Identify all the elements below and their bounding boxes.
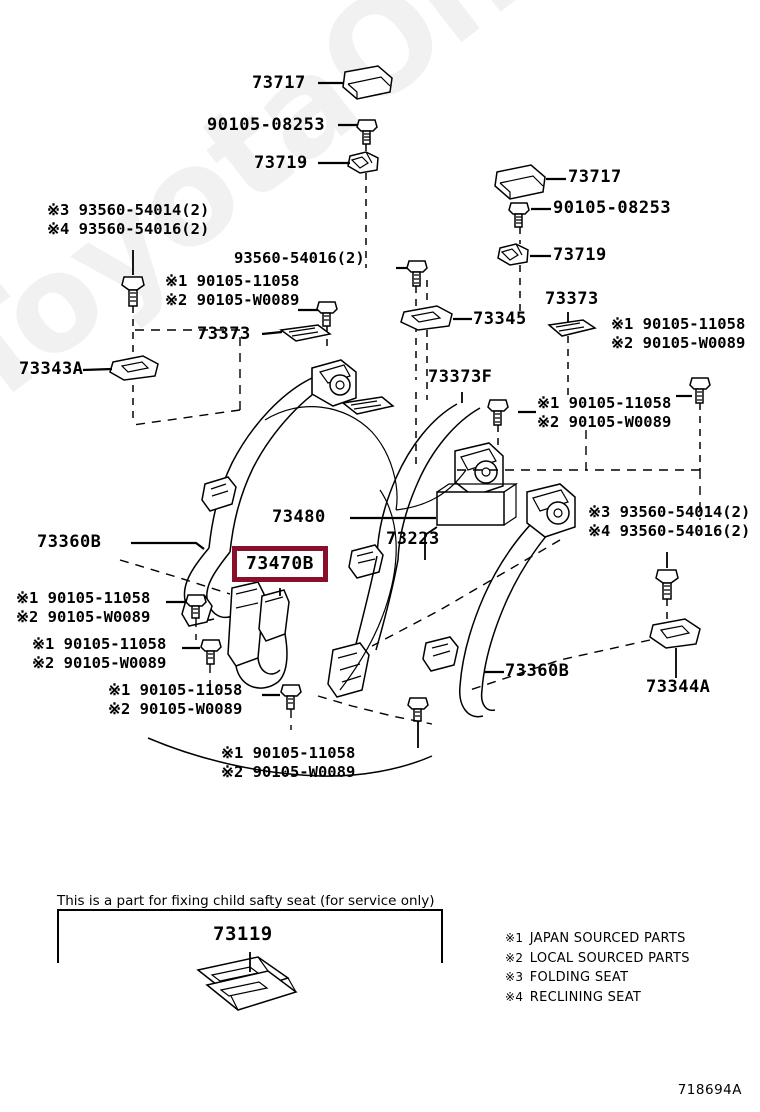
part-93560-right-icon xyxy=(655,569,679,600)
part-73373F-icon xyxy=(341,396,395,415)
label-73345: 73345 xyxy=(473,309,527,329)
legend-text-3: FOLDING SEAT xyxy=(529,970,629,985)
child-seat-note: This is a part for fixing child safty se… xyxy=(57,893,435,909)
construction-line-8 xyxy=(317,695,433,725)
bolt-l26-icon xyxy=(407,697,429,722)
label-90105-W0089-right: ※2 90105-W0089 xyxy=(611,334,746,352)
bolt-l23-icon xyxy=(280,684,302,710)
label-90105-08253-left: 90105-08253 xyxy=(207,115,326,135)
part-90105-11058-upper-left-icon xyxy=(316,301,338,327)
label-90105-W0089-upperleft: ※2 90105-W0089 xyxy=(165,291,300,309)
part-73719-left-icon xyxy=(347,151,379,174)
label-90105-W0089-l23: ※2 90105-W0089 xyxy=(108,700,243,718)
part-73719-right-icon xyxy=(497,243,529,266)
label-73343A: 73343A xyxy=(19,359,84,379)
seatbelt-left-assembly xyxy=(181,359,357,627)
label-90105-W0089-l21: ※2 90105-W0089 xyxy=(16,608,151,626)
label-90105-11058-l23: ※1 90105-11058 xyxy=(108,681,243,699)
label-73360B-left: 73360B xyxy=(37,532,102,552)
part-73343A-icon xyxy=(109,355,159,381)
seatbelt-right-assembly xyxy=(422,483,576,718)
legend-item-3: ※3 FOLDING SEAT xyxy=(505,968,690,988)
label-73373-right: 73373 xyxy=(545,289,599,309)
label-73373-left: 73373 xyxy=(197,324,251,344)
label-90105-W0089-l26: ※2 90105-W0089 xyxy=(221,763,356,781)
label-73360B-right: 73360B xyxy=(505,661,570,681)
label-90105-11058-right: ※1 90105-11058 xyxy=(611,315,746,333)
label-90105-11058-mid: ※1 90105-11058 xyxy=(537,394,672,412)
label-73719-right: 73719 xyxy=(553,245,607,265)
legend-mark-2: ※2 xyxy=(505,950,524,965)
child-seat-note-frame xyxy=(57,909,443,963)
construction-line-7 xyxy=(119,559,231,595)
label-73717-right: 73717 xyxy=(568,167,622,187)
part-90105-08253-right-icon xyxy=(508,202,530,228)
legend-text-4: RECLINING SEAT xyxy=(529,989,642,1005)
label-90105-11058-l22: ※1 90105-11058 xyxy=(32,635,167,653)
part-73345-icon xyxy=(400,305,453,331)
part-73373-left-icon xyxy=(279,324,332,342)
leader-73360B-left xyxy=(131,541,205,550)
label-93560-54014-left: ※3 93560-54014(2) xyxy=(47,201,210,219)
legend-item-1: ※1 JAPAN SOURCED PARTS xyxy=(505,929,690,949)
part-73344A-icon xyxy=(649,618,701,649)
leader-73373-left xyxy=(261,330,283,336)
part-90105-11058-mid-icon xyxy=(487,399,509,426)
part-93560-mid-icon xyxy=(406,260,428,287)
legend-item-2: ※2 LOCAL SOURCED PARTS xyxy=(505,949,690,969)
label-73223: 73223 xyxy=(386,529,440,549)
construction-line-5 xyxy=(371,539,561,647)
legend-text-2: LOCAL SOURCED PARTS xyxy=(529,950,690,966)
label-73119: 73119 xyxy=(213,923,273,945)
part-73717-left-icon xyxy=(342,65,393,100)
label-93560-54016-left: ※4 93560-54016(2) xyxy=(47,220,210,238)
label-73344A: 73344A xyxy=(646,677,711,697)
diagram-id: 718694A xyxy=(677,1082,742,1098)
construction-line-2 xyxy=(132,409,241,426)
label-90105-08253-right: 90105-08253 xyxy=(553,198,672,218)
part-90105-08253-left-icon xyxy=(356,119,378,145)
legend-mark-4: ※4 xyxy=(505,989,524,1004)
label-93560-54016-mid: 93560-54016(2) xyxy=(234,249,365,267)
label-90105-W0089-l22: ※2 90105-W0089 xyxy=(32,654,167,672)
part-90105-11058-right-icon xyxy=(689,377,711,404)
legend-item-4: ※4 RECLINING SEAT xyxy=(505,988,690,1008)
bolt-l22-icon xyxy=(200,639,222,665)
legend-box: ※1 JAPAN SOURCED PARTS ※2 LOCAL SOURCED … xyxy=(505,929,690,1007)
label-93560-54016-right: ※4 93560-54016(2) xyxy=(588,522,751,540)
label-73373F: 73373F xyxy=(428,367,493,387)
construction-line-1 xyxy=(133,329,241,410)
part-73119-icon xyxy=(196,956,298,1011)
label-90105-11058-upperleft: ※1 90105-11058 xyxy=(165,272,300,290)
highlighted-part-73470B[interactable]: 73470B xyxy=(232,546,329,582)
part-73373-right-icon xyxy=(547,319,597,337)
label-73480: 73480 xyxy=(272,507,326,527)
label-73717-left: 73717 xyxy=(252,73,306,93)
label-90105-W0089-mid: ※2 90105-W0089 xyxy=(537,413,672,431)
label-90105-11058-l26: ※1 90105-11058 xyxy=(221,744,356,762)
part-73717-right-icon xyxy=(494,164,546,200)
legend-mark-3: ※3 xyxy=(505,970,524,984)
legend-mark-1: ※1 xyxy=(505,931,524,945)
legend-text-1: JAPAN SOURCED PARTS xyxy=(529,931,686,946)
label-90105-11058-l21: ※1 90105-11058 xyxy=(16,589,151,607)
label-93560-54014-right: ※3 93560-54014(2) xyxy=(588,503,751,521)
part-93560-left-icon xyxy=(121,276,145,307)
leader-73223 xyxy=(424,526,438,560)
part-73470B-buckle-icon xyxy=(227,581,290,689)
label-73719-left: 73719 xyxy=(254,153,308,173)
leader-73343A xyxy=(82,367,113,372)
